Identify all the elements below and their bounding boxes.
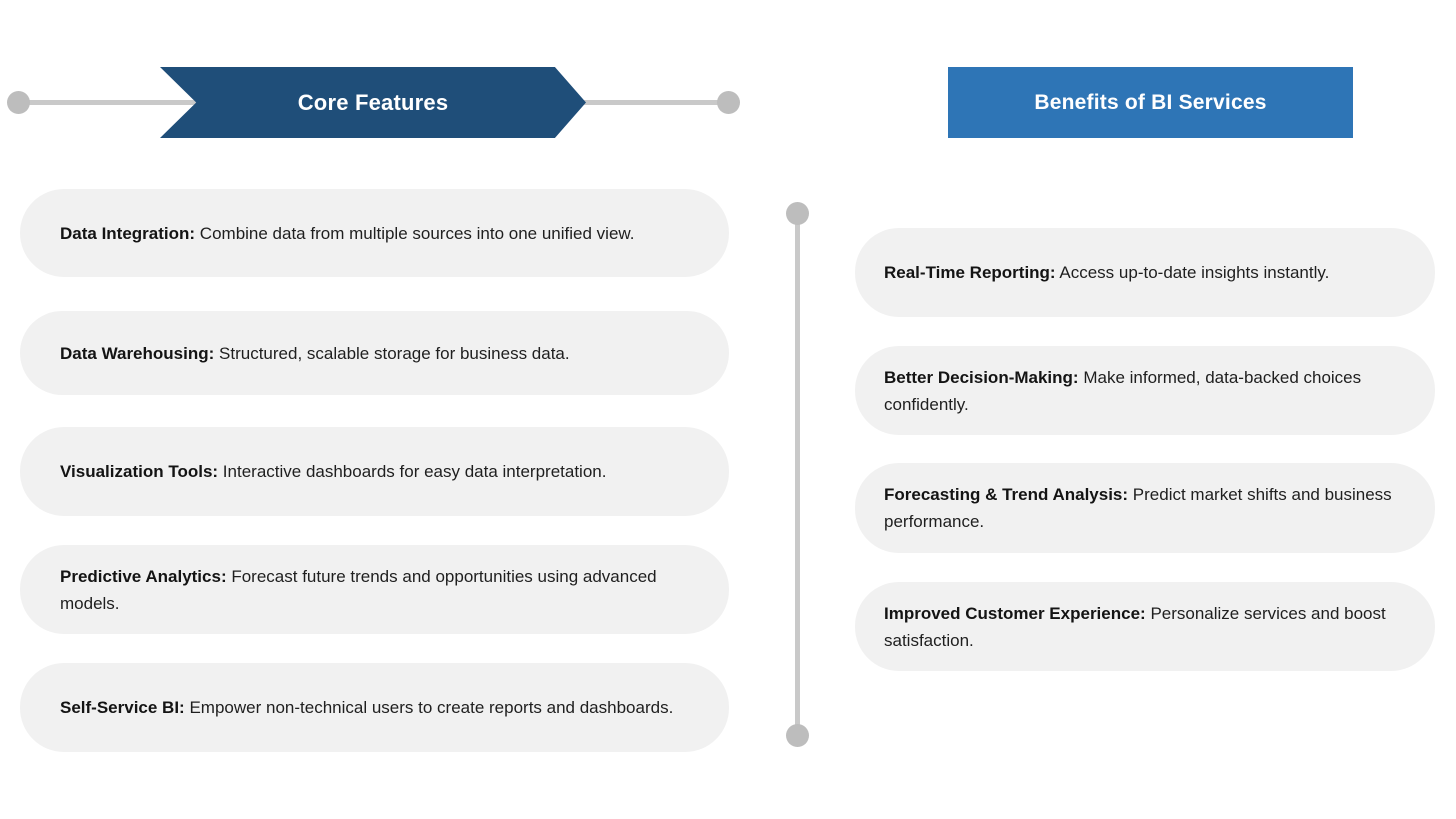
feature-card-title: Data Integration: xyxy=(60,223,196,243)
feature-card-text: Predictive Analytics: Forecast future tr… xyxy=(60,563,685,617)
benefit-card-text: Forecasting & Trend Analysis: Predict ma… xyxy=(884,481,1401,535)
feature-card-data-warehousing: Data Warehousing: Structured, scalable s… xyxy=(20,311,729,395)
feature-card-visualization-tools: Visualization Tools: Interactive dashboa… xyxy=(20,427,729,516)
feature-card-self-service-bi: Self-Service BI: Empower non-technical u… xyxy=(20,663,729,752)
feature-card-description: Interactive dashboards for easy data int… xyxy=(222,462,607,481)
feature-card-text: Data Warehousing: Structured, scalable s… xyxy=(60,340,570,367)
benefit-card-better-decision-making: Better Decision-Making: Make informed, d… xyxy=(855,346,1435,435)
left-connector-end-dot xyxy=(717,91,740,114)
feature-card-title: Self-Service BI: xyxy=(60,698,185,717)
feature-card-description: Structured, scalable storage for busines… xyxy=(219,343,570,363)
right-connector-line xyxy=(795,213,800,735)
benefit-card-text: Improved Customer Experience: Personaliz… xyxy=(884,600,1401,654)
benefit-card-description: Access up-to-date insights instantly. xyxy=(1059,263,1330,282)
feature-card-title: Data Warehousing: xyxy=(60,343,215,363)
right-connector-bottom-dot xyxy=(786,724,809,747)
benefits-header-banner: Benefits of BI Services xyxy=(948,67,1353,138)
benefit-card-description: Predict market shifts and business perfo… xyxy=(884,485,1392,531)
benefit-card-improved-customer-experience: Improved Customer Experience: Personaliz… xyxy=(855,582,1435,671)
feature-card-text: Data Integration: Combine data from mult… xyxy=(60,220,634,247)
feature-card-description: Combine data from multiple sources into … xyxy=(199,223,635,243)
feature-card-description: Empower non-technical users to create re… xyxy=(189,698,674,717)
right-connector-top-dot xyxy=(786,202,809,225)
core-features-header-label: Core Features xyxy=(297,89,449,115)
feature-card-text: Visualization Tools: Interactive dashboa… xyxy=(60,458,606,485)
benefit-card-title: Real-Time Reporting: xyxy=(884,263,1056,282)
feature-card-data-integration: Data Integration: Combine data from mult… xyxy=(20,189,729,277)
benefit-card-description: Personalize services and boost satisfact… xyxy=(884,603,1386,650)
left-connector-start-dot xyxy=(7,91,30,114)
benefit-card-real-time-reporting: Real-Time Reporting: Access up-to-date i… xyxy=(855,228,1435,317)
feature-card-title: Predictive Analytics: xyxy=(60,566,227,586)
benefit-card-title: Forecasting & Trend Analysis: xyxy=(884,485,1129,504)
benefits-header-label: Benefits of BI Services xyxy=(1034,90,1267,114)
benefit-card-text: Real-Time Reporting: Access up-to-date i… xyxy=(884,259,1329,286)
benefit-card-title: Better Decision-Making: xyxy=(884,367,1079,387)
benefit-card-description: Make informed, data-backed choices confi… xyxy=(884,367,1362,414)
benefit-card-text: Better Decision-Making: Make informed, d… xyxy=(884,364,1401,418)
feature-card-predictive-analytics: Predictive Analytics: Forecast future tr… xyxy=(20,545,729,634)
feature-card-title: Visualization Tools: xyxy=(60,462,219,481)
benefit-card-forecasting-trend-analysis: Forecasting & Trend Analysis: Predict ma… xyxy=(855,463,1435,553)
feature-card-text: Self-Service BI: Empower non-technical u… xyxy=(60,694,673,721)
benefit-card-title: Improved Customer Experience: xyxy=(884,603,1146,623)
core-features-header-banner: Core Features xyxy=(160,67,586,138)
feature-card-description: Forecast future trends and opportunities… xyxy=(60,566,657,613)
